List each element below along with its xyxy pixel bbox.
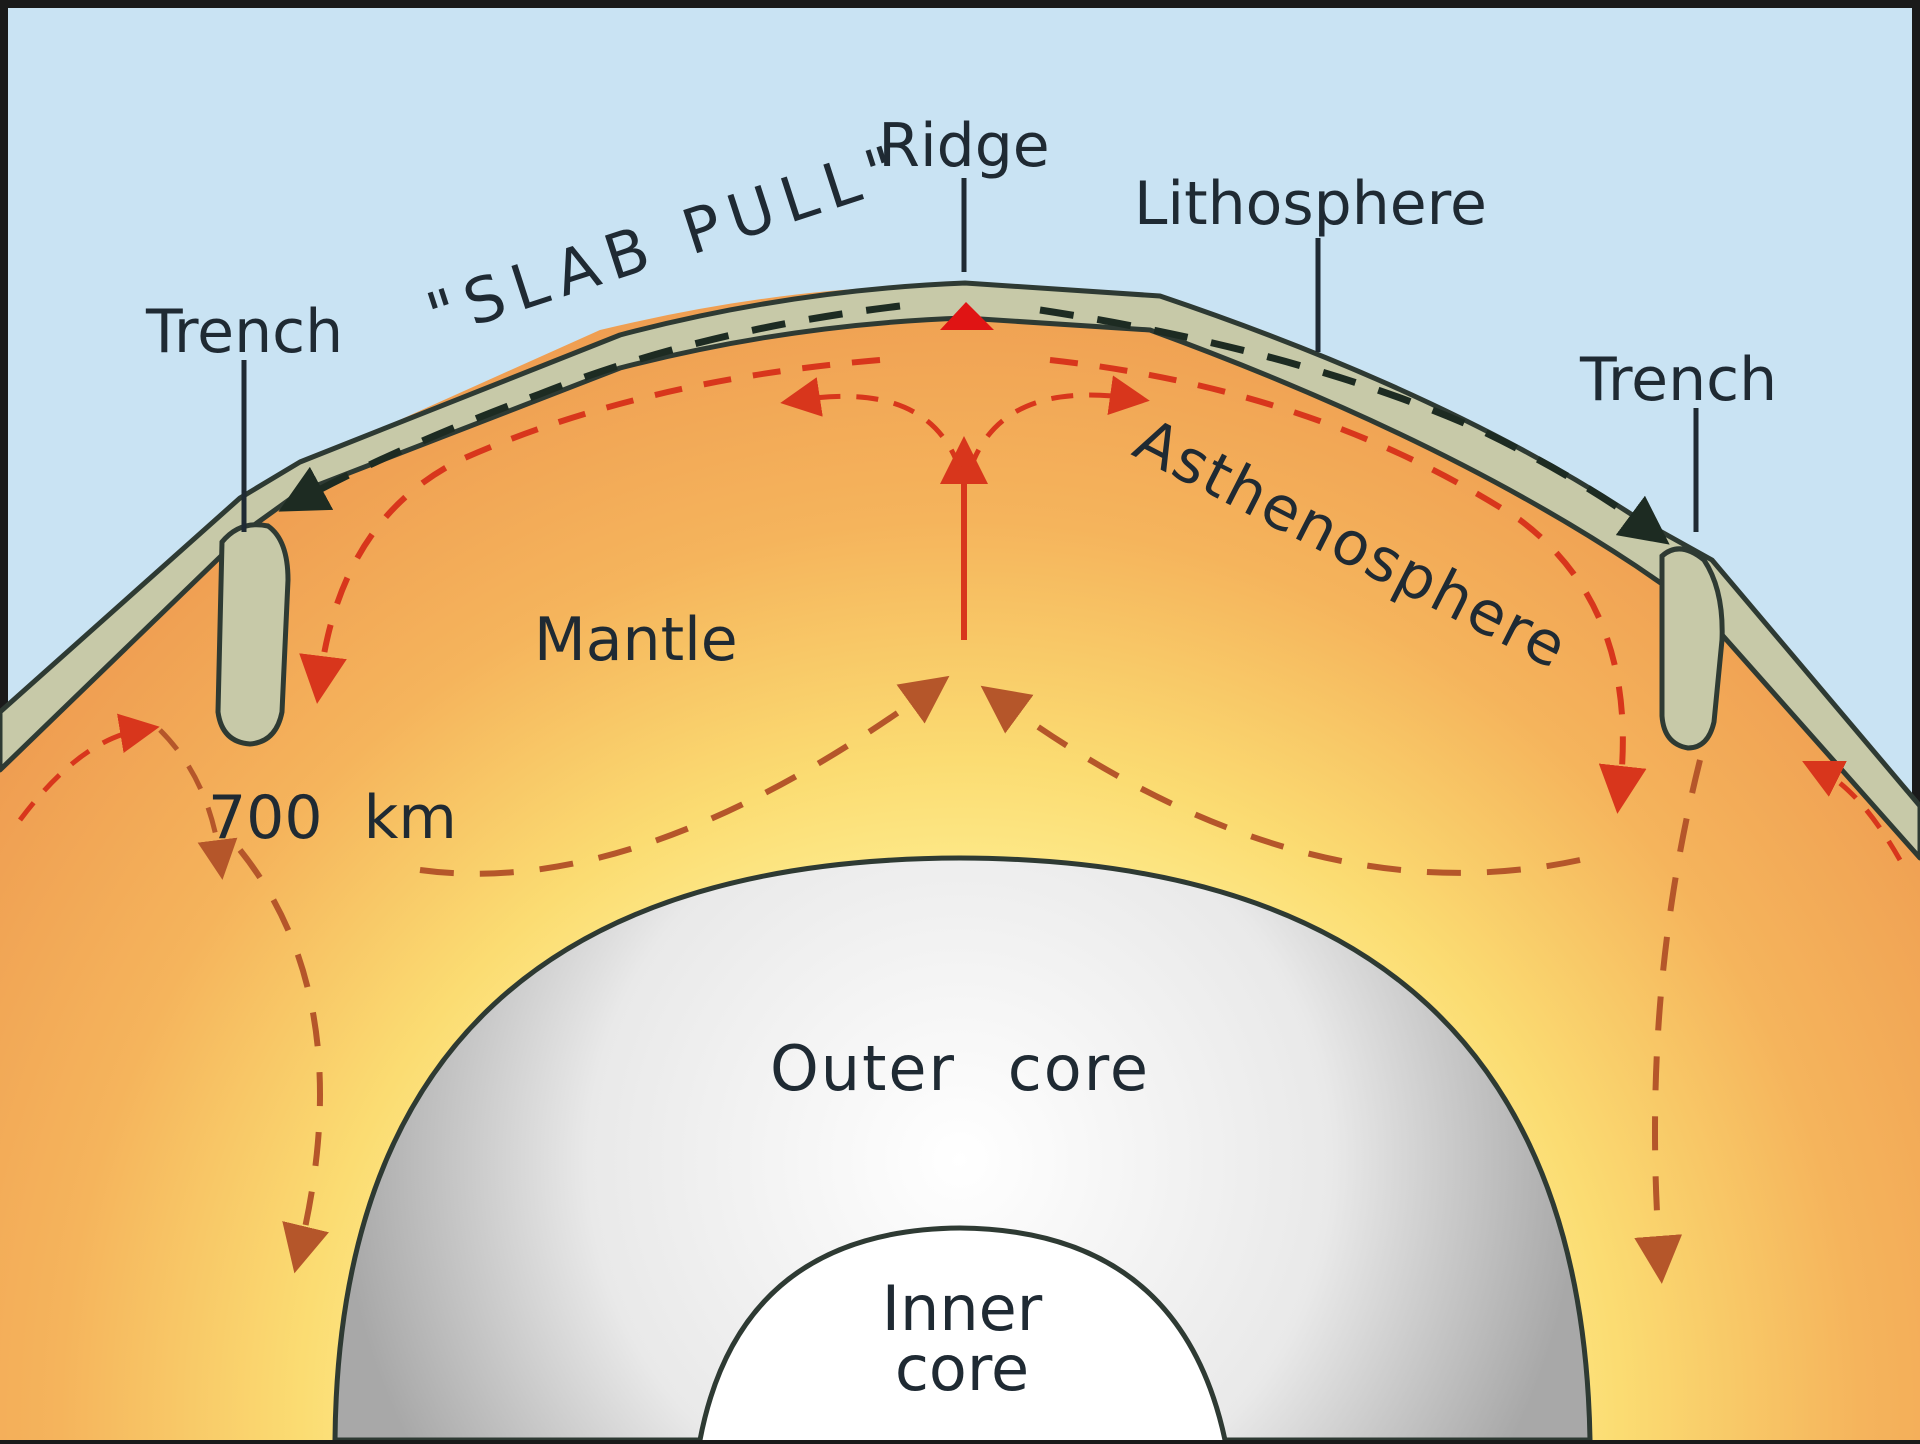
label-lithosphere: Lithosphere [1134, 169, 1487, 239]
label-trench-left: Trench [145, 297, 343, 367]
label-mantle: Mantle [534, 605, 738, 675]
subducting-slab-left [218, 525, 288, 744]
label-trench-right: Trench [1579, 345, 1777, 415]
label-700km: 700 km [208, 783, 457, 853]
subducting-slab-right [1662, 549, 1722, 748]
label-outer-core: Outer core [770, 1032, 1150, 1105]
label-inner-core-line2: core [895, 1332, 1029, 1405]
